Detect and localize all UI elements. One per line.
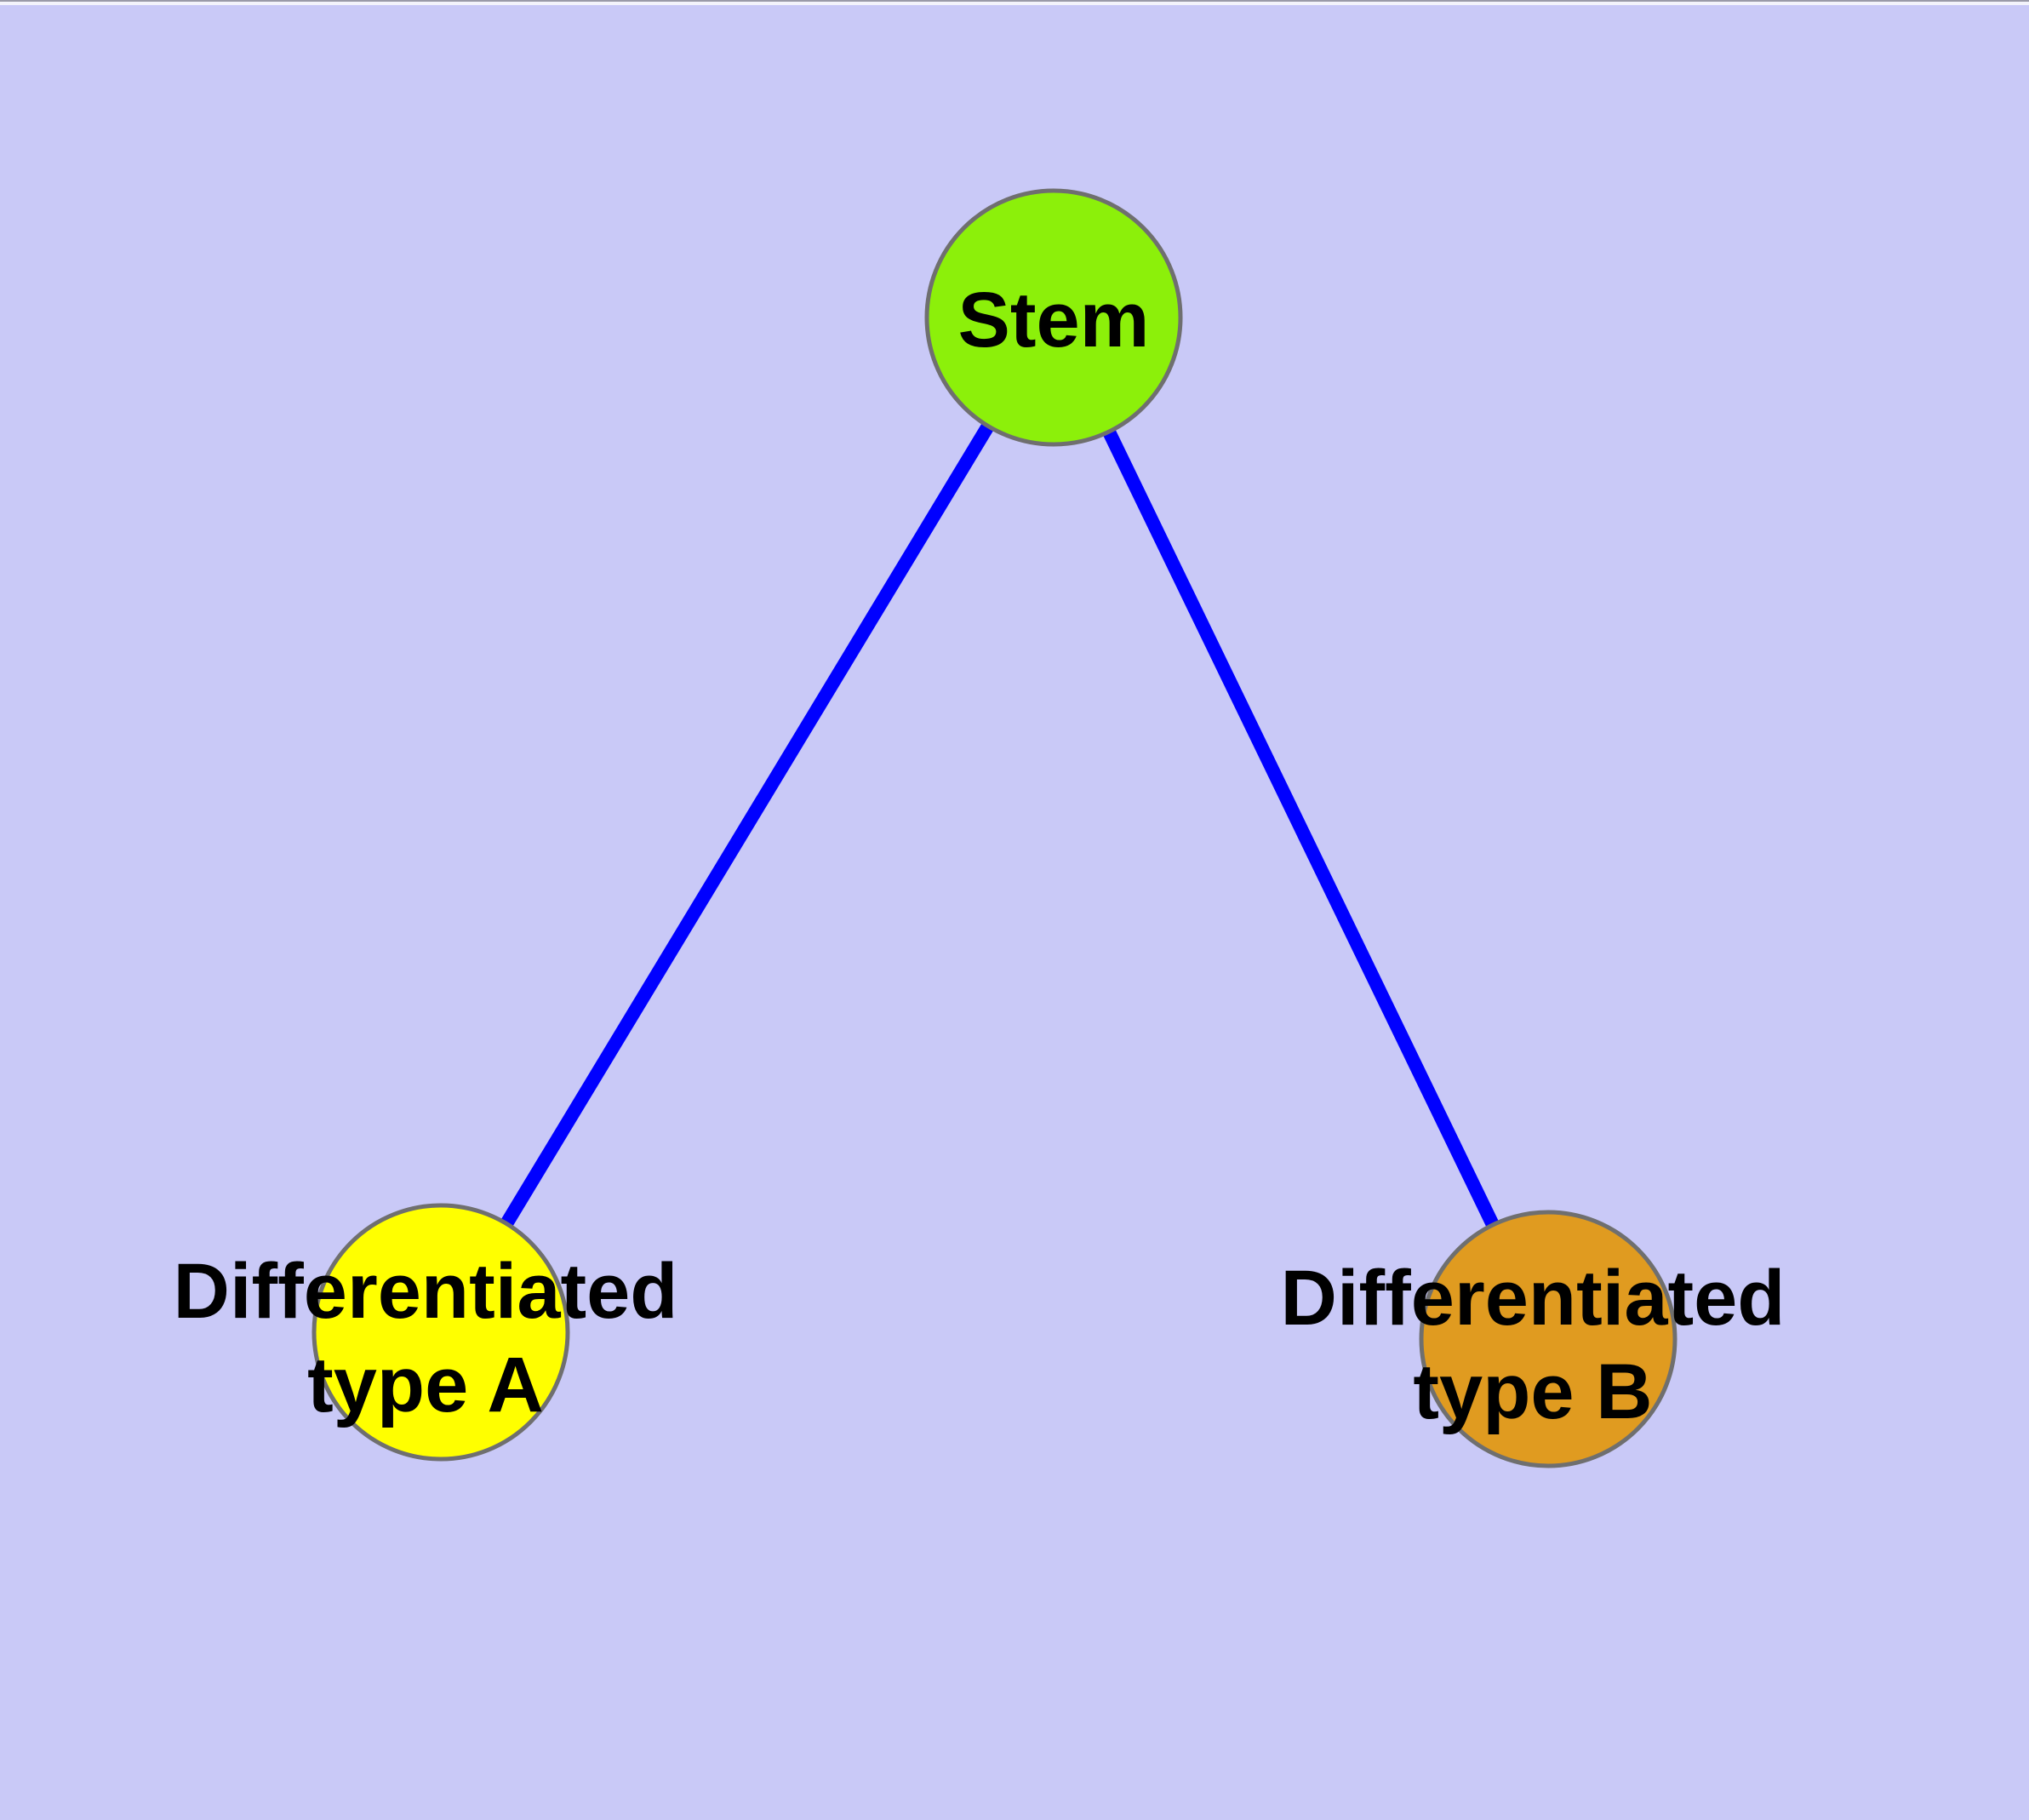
node-stem: Stem: [924, 188, 1183, 447]
node-type-a-label-line1: Differentiated: [174, 1248, 678, 1335]
top-border-line: [0, 0, 2029, 2]
node-type-a-label-line2: type A: [307, 1342, 544, 1428]
node-type-b-label-line2: type B: [1413, 1348, 1652, 1435]
node-type-a-circle: [311, 1203, 570, 1462]
node-differentiated-type-a: Differentiated type A: [174, 1203, 678, 1462]
node-type-b-label-line1: Differentiated: [1281, 1255, 1786, 1342]
node-differentiated-type-b: Differentiated type B: [1281, 1210, 1786, 1468]
node-stem-label: Stem: [958, 277, 1150, 363]
node-type-b-circle: [1419, 1210, 1677, 1468]
node-stem-circle: [924, 188, 1183, 447]
edge-stem-to-type-b: [1047, 314, 1555, 1342]
top-border-strip: [0, 2, 2029, 5]
edge-stem-to-type-a: [435, 313, 1060, 1336]
